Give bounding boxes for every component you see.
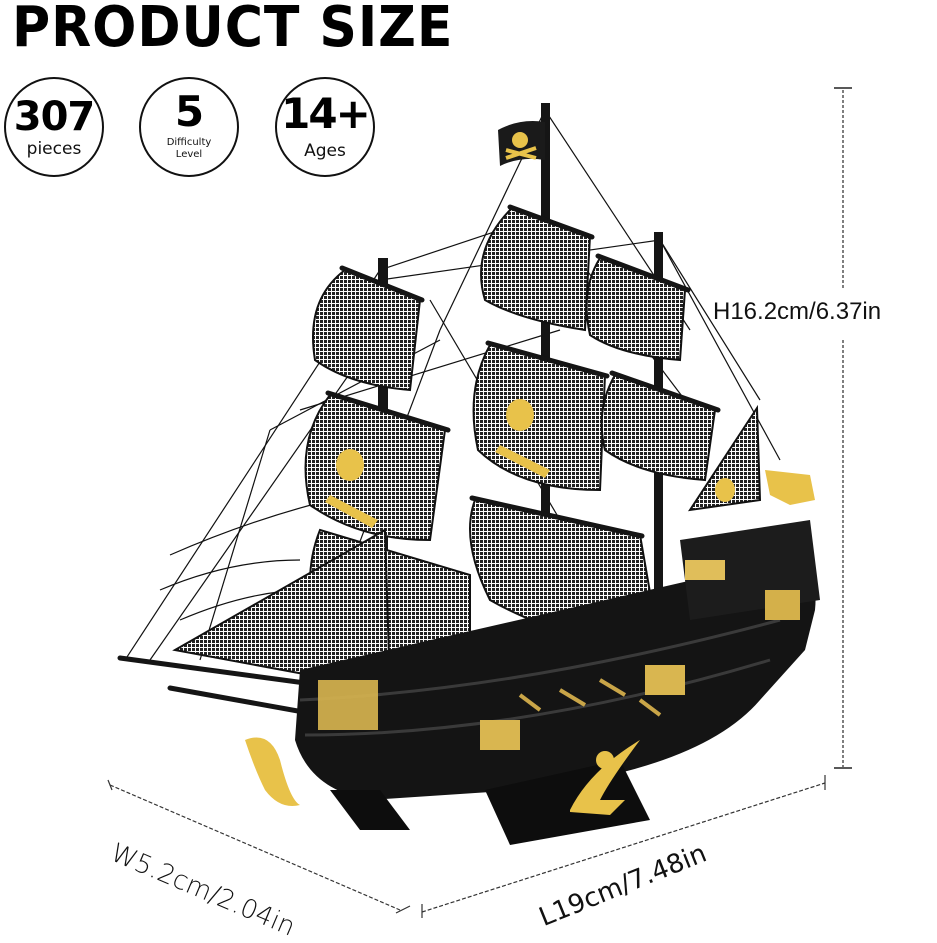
- width-dimension-line: [107, 779, 411, 914]
- height-dimension-line: [834, 87, 852, 769]
- skull-emblems: [325, 399, 735, 528]
- difficulty-label-line1: Difficulty: [166, 137, 212, 148]
- age-label: Ages: [304, 141, 346, 161]
- age-badge: 14+ Ages: [275, 77, 375, 177]
- age-value: 14+: [281, 89, 371, 138]
- pirate-flag: [498, 121, 545, 166]
- hull: [295, 520, 820, 845]
- sails: [172, 206, 762, 692]
- length-dimension-line: [421, 775, 826, 918]
- page-title: PRODUCT SIZE: [12, 0, 454, 60]
- pieces-badge: 307 pieces: [4, 77, 104, 177]
- difficulty-badge: 5 Difficulty Level: [139, 77, 239, 177]
- stern-ornament: [765, 470, 815, 505]
- height-label: H16.2cm/6.37in: [713, 298, 882, 325]
- yards: [117, 204, 721, 718]
- difficulty-value: 5: [174, 87, 204, 136]
- difficulty-label-line2: Level: [175, 149, 203, 160]
- pieces-count: 307: [13, 94, 96, 140]
- pieces-label: pieces: [26, 139, 82, 159]
- figurehead: [245, 737, 300, 806]
- difficulty-label: Difficulty Level: [141, 137, 237, 161]
